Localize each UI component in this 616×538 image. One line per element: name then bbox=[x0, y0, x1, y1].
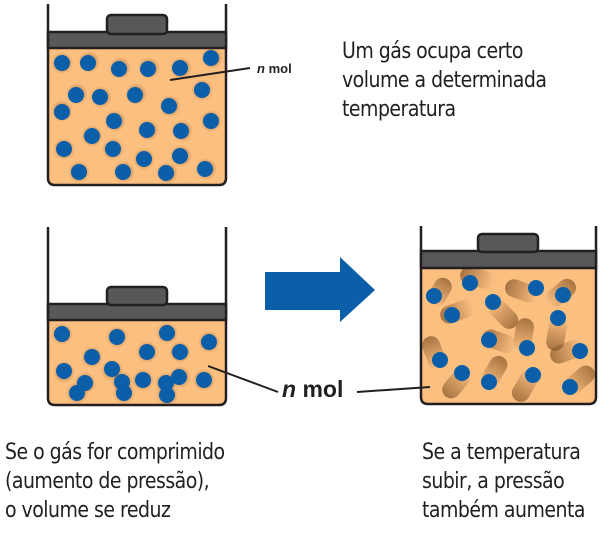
caption-line: o volume se reduz bbox=[5, 498, 171, 523]
piston-handle bbox=[105, 285, 169, 307]
amount-unit: mol bbox=[302, 376, 344, 402]
caption-line: Se a temperatura bbox=[422, 440, 581, 465]
gas-molecules bbox=[51, 322, 220, 406]
amount-label-top: n mol bbox=[257, 61, 292, 76]
caption-initial-state: Um gás ocupa certo volume a determinada … bbox=[342, 37, 547, 124]
label-pointer-line bbox=[169, 67, 251, 81]
right-arrow-icon bbox=[265, 257, 375, 322]
piston-handle bbox=[476, 232, 540, 254]
amount-variable: n bbox=[282, 376, 297, 402]
piston-handle bbox=[105, 13, 169, 36]
piston-lid bbox=[46, 302, 228, 322]
container-compressed bbox=[46, 227, 279, 407]
gas-molecules bbox=[51, 47, 223, 184]
amount-unit: mol bbox=[268, 61, 292, 76]
container-walls bbox=[46, 4, 228, 187]
caption-heating: Se a temperatura subir, a pressão também… bbox=[422, 438, 585, 525]
piston-lid bbox=[419, 249, 598, 270]
container-walls bbox=[419, 226, 598, 406]
container-heated bbox=[356, 226, 598, 406]
caption-line: Se o gás for comprimido bbox=[5, 440, 225, 465]
caption-line: também aumenta bbox=[422, 498, 585, 523]
label-pointer-line bbox=[207, 365, 279, 393]
container-walls bbox=[46, 227, 228, 407]
gas-molecules bbox=[426, 275, 588, 395]
caption-line: (aumento de pressão), bbox=[5, 469, 210, 494]
caption-line: subir, a pressão bbox=[422, 469, 565, 494]
caption-compression: Se o gás for comprimido (aumento de pres… bbox=[5, 438, 225, 525]
amount-label-shared: n mol bbox=[282, 376, 343, 403]
caption-line: temperatura bbox=[342, 97, 456, 122]
amount-variable: n bbox=[257, 61, 265, 76]
container-initial bbox=[46, 4, 251, 187]
caption-line: volume a determinada bbox=[342, 68, 547, 93]
caption-line: Um gás ocupa certo bbox=[342, 39, 523, 64]
label-pointer-line bbox=[356, 386, 431, 393]
